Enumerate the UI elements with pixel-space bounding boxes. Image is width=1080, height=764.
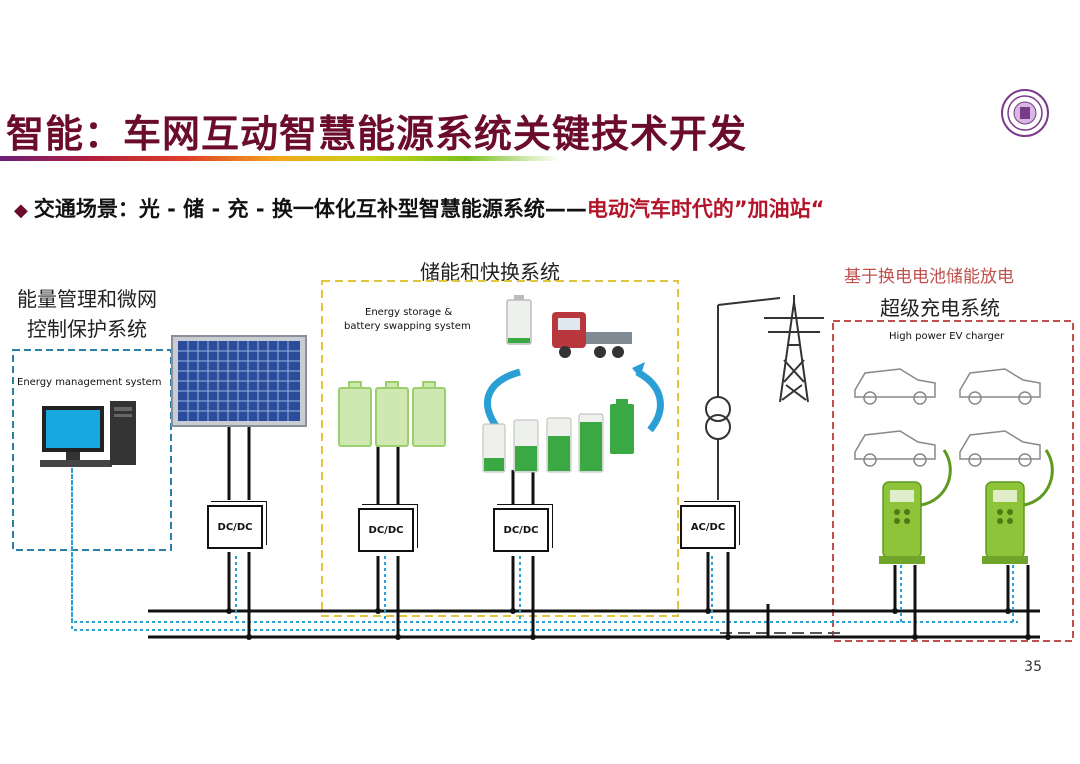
storage-label-en-line2: battery swapping system (344, 321, 471, 332)
charger-box (832, 320, 1074, 642)
ems-title-line2: 控制保护系统 (27, 317, 147, 341)
charger-title: 超级充电系统 (880, 296, 1000, 320)
ev-charger-icon (879, 449, 1054, 564)
slide-title: 智能：车网互动智慧能源系统关键技术开发 (6, 112, 748, 156)
swap-arrow-icon (484, 368, 664, 433)
converter-acdc-grid: AC/DC (680, 505, 736, 549)
charging-battery-icon (482, 399, 634, 473)
charger-label-en: High power EV charger (889, 331, 1005, 342)
charger-title-red: 基于换电电池储能放电 (844, 267, 1014, 287)
battery-icon (506, 295, 532, 345)
slide-subtitle: ◆交通场景：光 - 储 - 充 - 换一体化互补型智慧能源系统——电动汽车时代的… (14, 193, 824, 223)
storage-label-en-line1: Energy storage & (365, 307, 453, 318)
converter-dcdc-swap: DC/DC (493, 508, 549, 552)
converter-dcdc-solar: DC/DC (207, 505, 263, 549)
battery-pack-icon (338, 381, 446, 447)
subtitle-highlight: 电动汽车时代的”加油站“ (586, 197, 825, 221)
truck-icon (552, 312, 632, 358)
solar-panel-icon (171, 335, 307, 427)
subtitle-prefix: 交通场景：光 - 储 - 充 - 换一体化互补型智慧能源系统—— (33, 197, 587, 221)
car-icon (854, 368, 1041, 467)
signal-lines (71, 468, 1018, 631)
storage-box (321, 280, 679, 617)
transmission-tower-icon (764, 295, 824, 403)
bullet-icon: ◆ (14, 200, 28, 221)
ems-label-en: Energy management system (17, 377, 162, 388)
page-number: 35 (1024, 659, 1042, 675)
computer-icon (40, 401, 136, 467)
title-gradient-bar (0, 156, 560, 161)
transformer-icon (705, 297, 781, 500)
university-seal-icon (1001, 89, 1049, 137)
ems-title-line1: 能量管理和微网 (17, 287, 157, 311)
ems-box (12, 349, 172, 551)
converter-dcdc-storage: DC/DC (358, 508, 414, 552)
